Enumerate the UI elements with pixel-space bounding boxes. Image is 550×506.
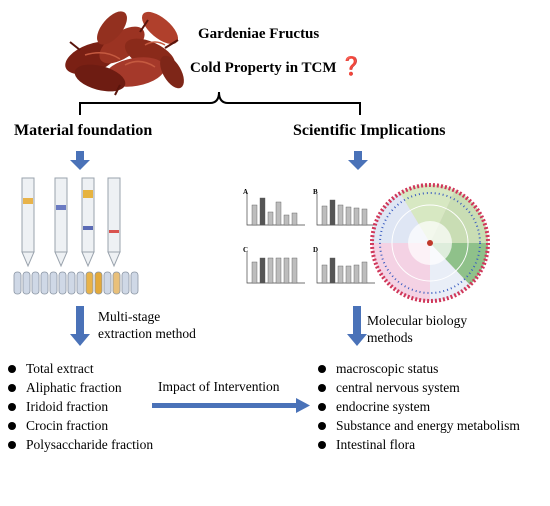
- bullet-icon: [8, 364, 16, 373]
- panel-a-label: A: [243, 188, 249, 196]
- list-item: Total extract: [8, 359, 153, 378]
- bullet-icon: [8, 402, 16, 411]
- list-item: macroscopic status: [318, 359, 520, 378]
- question-mark-icon: ❓: [340, 56, 363, 76]
- list-item-text: Intestinal flora: [336, 437, 416, 452]
- subtitle-text: Cold Property in TCM: [190, 60, 337, 76]
- arrow-left-mid: [70, 306, 90, 346]
- panel-d-label: D: [313, 246, 319, 254]
- page-subtitle: Cold Property in TCM ❓: [190, 56, 363, 77]
- arrow-left-top: [70, 151, 90, 170]
- bullet-icon: [8, 440, 16, 449]
- bullet-icon: [318, 421, 326, 430]
- arrow-right-top: [348, 151, 368, 170]
- left-method-line2: extraction method: [98, 326, 196, 341]
- right-method-line1: Molecular biology: [367, 313, 468, 328]
- bullet-icon: [8, 383, 16, 392]
- bullet-icon: [318, 402, 326, 411]
- panel-c-label: C: [243, 246, 249, 254]
- list-item-text: Iridoid fraction: [26, 399, 109, 414]
- bracket-line: [79, 91, 361, 115]
- list-item: Polysaccharide fraction: [8, 435, 153, 454]
- list-item: Intestinal flora: [318, 435, 520, 454]
- list-item-text: macroscopic status: [336, 361, 439, 376]
- list-item-text: Crocin fraction: [26, 418, 109, 433]
- left-method-label: Multi-stage extraction method: [98, 308, 196, 342]
- left-heading: Material foundation: [14, 122, 153, 139]
- bullet-icon: [8, 421, 16, 430]
- list-item: Aliphatic fraction: [8, 378, 153, 397]
- list-item-text: central nervous system: [336, 380, 460, 395]
- right-method-label: Molecular biology methods: [367, 312, 467, 346]
- list-item: central nervous system: [318, 378, 520, 397]
- list-item: endocrine system: [318, 397, 520, 416]
- implication-list: macroscopic status central nervous syste…: [318, 359, 520, 454]
- arrow-intervention: [152, 398, 310, 413]
- intervention-label: Impact of Intervention: [158, 379, 280, 394]
- arrow-right-mid: [347, 306, 367, 346]
- list-item: Iridoid fraction: [8, 397, 153, 416]
- list-item-text: Aliphatic fraction: [26, 380, 122, 395]
- panel-b-label: B: [313, 188, 318, 196]
- list-item: Substance and energy metabolism: [318, 416, 520, 435]
- test-tubes: [13, 271, 139, 295]
- list-item-text: Polysaccharide fraction: [26, 437, 154, 452]
- list-item-text: Substance and energy metabolism: [336, 418, 520, 433]
- right-method-line2: methods: [367, 330, 413, 345]
- bullet-icon: [318, 364, 326, 373]
- phylogenetic-tree-graphic: [370, 183, 490, 303]
- page-title: Gardeniae Fructus: [198, 26, 320, 42]
- right-heading: Scientific Implications: [293, 122, 446, 139]
- list-item-text: endocrine system: [336, 399, 431, 414]
- fraction-list: Total extract Aliphatic fraction Iridoid…: [8, 359, 153, 454]
- bullet-icon: [318, 383, 326, 392]
- list-item: Crocin fraction: [8, 416, 153, 435]
- bullet-icon: [318, 440, 326, 449]
- list-item-text: Total extract: [26, 361, 94, 376]
- left-method-line1: Multi-stage: [98, 309, 161, 324]
